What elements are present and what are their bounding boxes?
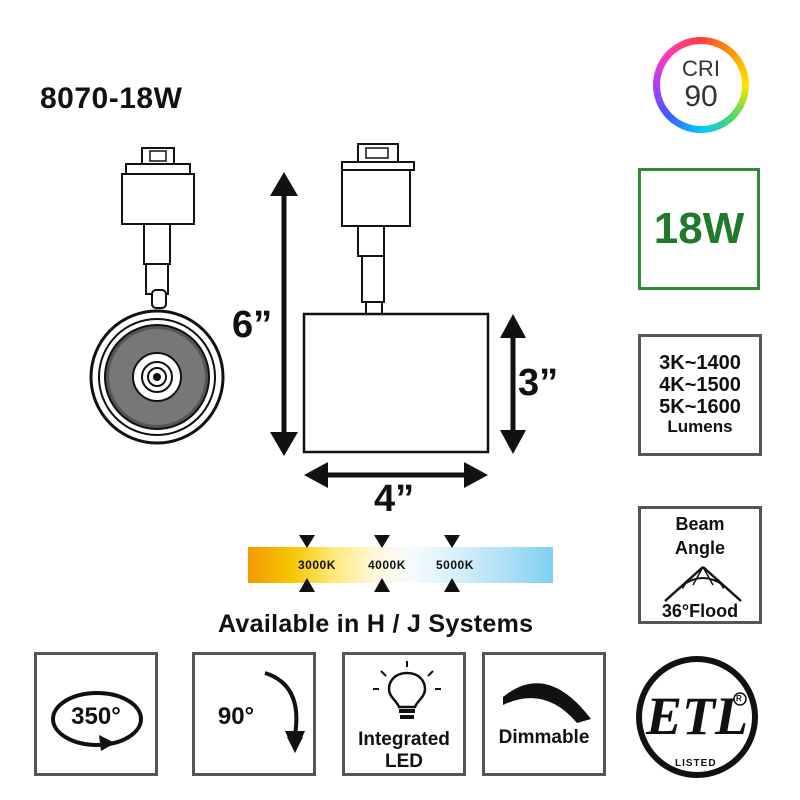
feature-tilt-90: 90°	[192, 652, 316, 776]
cri-label: CRI	[682, 56, 720, 81]
color-temp-4000k: 4000K	[368, 558, 406, 572]
etl-listed-text: LISTED	[675, 758, 717, 769]
availability-text: Available in H / J Systems	[218, 610, 534, 638]
color-temp-bar: 3000K 4000K 5000K	[248, 547, 553, 583]
beam-label-1: Beam	[675, 514, 725, 534]
color-temp-5000k: 5000K	[436, 558, 474, 572]
lumens-row-3k: 3K~1400	[659, 352, 741, 375]
beam-spec: 36°Flood	[661, 601, 739, 621]
feature-label-350: 350°	[71, 703, 121, 730]
feature-label-90: 90°	[217, 703, 255, 730]
feature-dimmable: Dimmable	[482, 652, 606, 776]
rotate-horizontal-icon	[51, 691, 143, 751]
beam-label-2: Angle	[674, 538, 725, 558]
color-temp-3000k: 3000K	[298, 558, 336, 572]
wattage-box: 18W	[638, 168, 760, 290]
beam-angle-box: Beam Angle 36°Flood	[638, 506, 762, 624]
feature-label-integrated: Integrated	[358, 729, 450, 750]
height-dimension-label: 6”	[232, 304, 273, 346]
etl-circle-icon: ETL	[636, 656, 758, 778]
beam-cone-icon	[664, 566, 742, 602]
side-view-drawing	[302, 143, 490, 454]
feature-rotation-350: 350°	[34, 652, 158, 776]
lumens-box: 3K~1400 4K~1500 5K~1600 Lumens	[638, 334, 762, 456]
light-bulb-icon	[373, 661, 441, 719]
wattage-label: 18W	[653, 204, 745, 253]
lumens-unit: Lumens	[667, 417, 733, 437]
etl-registered-mark: R	[736, 694, 742, 703]
width-dimension-label: 4”	[374, 478, 415, 520]
feature-label-dimmable: Dimmable	[498, 727, 590, 748]
svg-text:ETL: ETL	[645, 686, 748, 746]
feature-integrated-led: Integrated LED	[342, 652, 466, 776]
lumens-row-5k: 5K~1600	[659, 395, 741, 418]
cri-badge: CRI 90	[653, 37, 749, 133]
model-title: 8070-18W	[40, 82, 183, 115]
color-temp-markers	[299, 535, 460, 592]
feature-label-led: LED	[385, 751, 423, 772]
cri-value: 90	[684, 80, 718, 113]
lumens-row-4k: 4K~1500	[659, 374, 741, 397]
rotate-vertical-icon	[264, 671, 305, 753]
front-view-drawing	[89, 147, 225, 445]
depth-dimension-label: 3”	[518, 362, 559, 404]
dimmer-icon	[503, 683, 591, 723]
etl-listed-logo: ETL R LISTED	[634, 654, 760, 780]
